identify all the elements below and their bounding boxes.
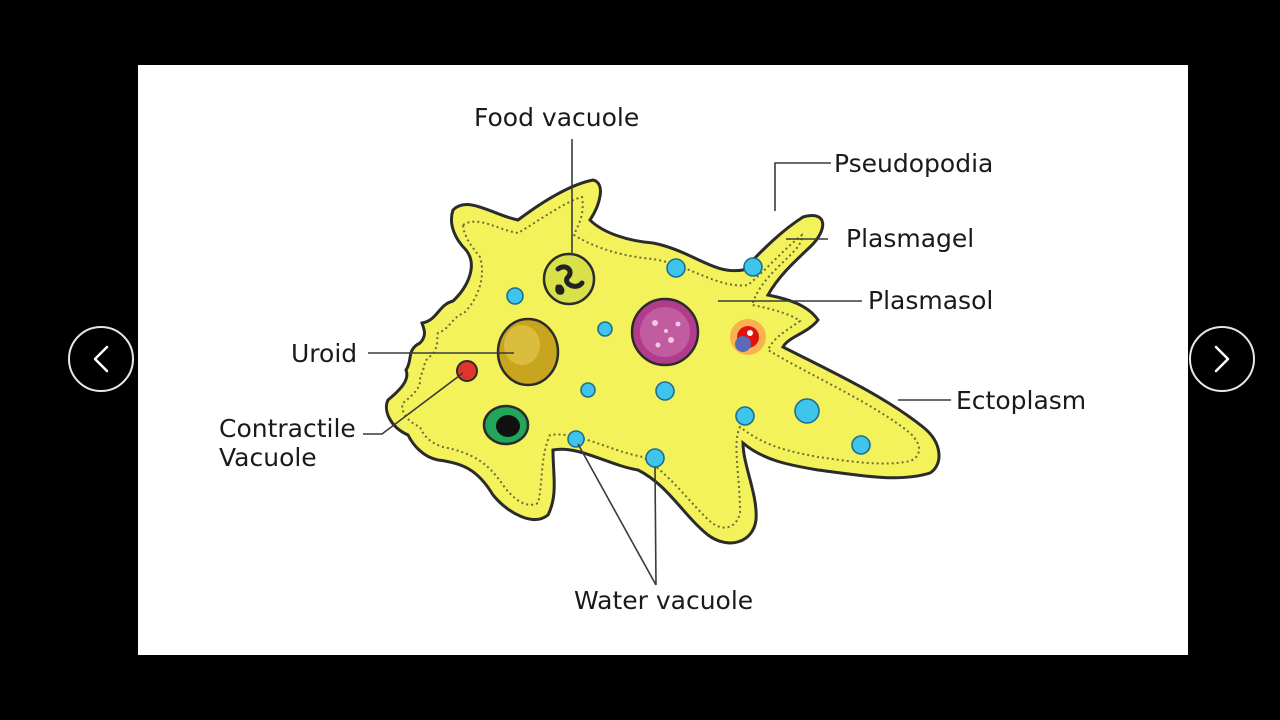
ectoplasm-band [401, 195, 920, 529]
previous-button[interactable] [68, 326, 134, 392]
water-vacuole [506, 287, 524, 305]
water-vacuole [851, 435, 871, 455]
water-vacuole [567, 430, 585, 448]
contractile-vacuole [456, 360, 478, 382]
water-vacuole [794, 398, 820, 424]
label-plasmasol: Plasmasol [868, 286, 993, 315]
label-pseudopodia: Pseudopodia [834, 149, 993, 178]
water-vacuole [666, 258, 686, 278]
uroid-body [496, 317, 560, 387]
water-vacuole [580, 382, 596, 398]
label-food-vacuole: Food vacuole [474, 103, 639, 132]
water-vacuole [597, 321, 613, 337]
red-glow-organelle [730, 319, 766, 355]
water-vacuole [645, 448, 665, 468]
water-vacuole [655, 381, 675, 401]
label-ectoplasm: Ectoplasm [956, 386, 1086, 415]
leader-lines [363, 139, 951, 586]
water-vacuole [735, 406, 755, 426]
food-vacuole [542, 252, 596, 306]
next-button[interactable] [1189, 326, 1255, 392]
label-contractile: Contractile [219, 414, 356, 443]
green-food-vacuole [482, 404, 530, 446]
nucleus [630, 297, 700, 367]
label-water-vacuole: Water vacuole [574, 586, 753, 615]
water-vacuoles [506, 257, 871, 468]
chevron-right-icon [1214, 345, 1230, 373]
label-plasmagel: Plasmagel [846, 224, 974, 253]
slide-image-amoeba-diagram: Food vacuole Pseudopodia Plasmagel Plasm… [138, 65, 1188, 655]
label-vacuole: Vacuole [219, 443, 317, 472]
label-uroid: Uroid [291, 339, 357, 368]
chevron-left-icon [93, 345, 109, 373]
water-vacuole [743, 257, 763, 277]
